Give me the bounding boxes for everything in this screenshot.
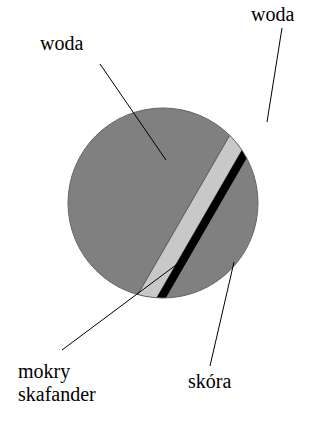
part-label: woda (40, 32, 83, 55)
section-fill (37, 0, 323, 434)
part-label: skóra (188, 370, 231, 393)
part-label: woda (251, 3, 294, 26)
section-outline (68, 108, 258, 298)
leader-line (62, 262, 180, 350)
leader-line (210, 262, 234, 366)
part-label: mokry skafander (18, 360, 123, 406)
wetsuit-band (37, 0, 323, 434)
water-layer-band (52, 0, 323, 434)
leader-line (100, 64, 166, 160)
leader-line (267, 28, 282, 122)
